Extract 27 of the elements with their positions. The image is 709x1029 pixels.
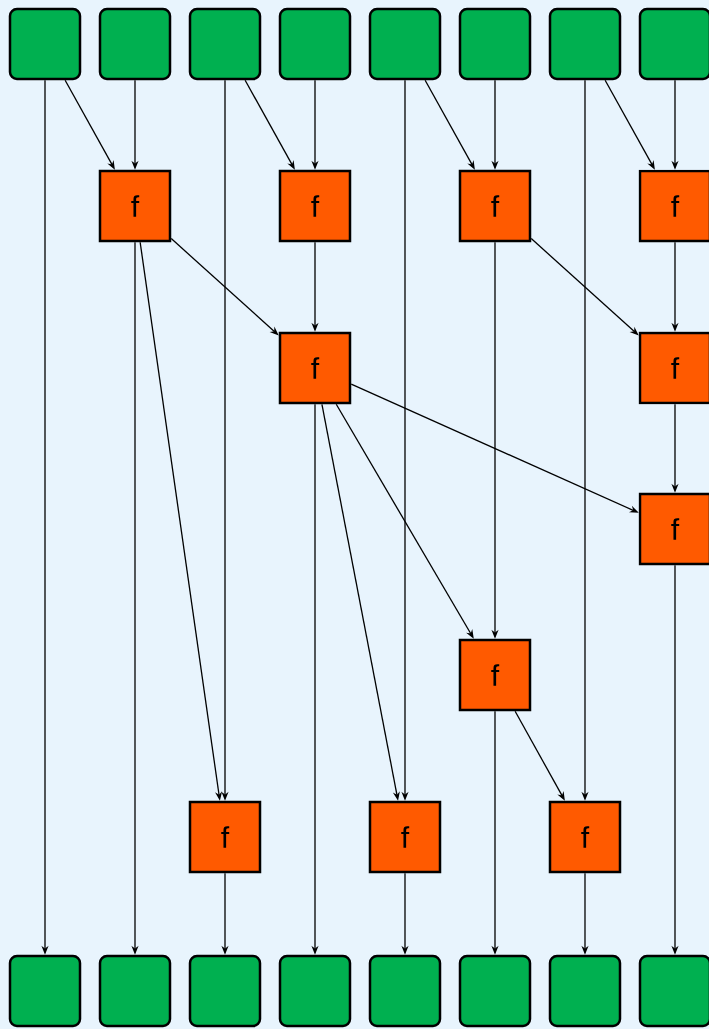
rounded-box xyxy=(548,954,622,1028)
function-box: f xyxy=(458,638,532,712)
rounded-box xyxy=(188,7,262,81)
rounded-box xyxy=(638,7,709,81)
rounded-box xyxy=(8,7,82,81)
rounded-box xyxy=(458,954,532,1028)
function-box: f xyxy=(98,169,172,243)
function-box: f xyxy=(368,800,442,874)
rounded-box xyxy=(458,7,532,81)
function-box: f xyxy=(548,800,622,874)
rounded-box xyxy=(548,7,622,81)
rounded-box xyxy=(8,954,82,1028)
rounded-box xyxy=(278,954,352,1028)
function-box: f xyxy=(638,169,709,243)
rounded-box xyxy=(368,7,442,81)
function-box: f xyxy=(458,169,532,243)
function-box: f xyxy=(638,492,709,566)
rounded-box xyxy=(278,7,352,81)
function-box: f xyxy=(188,800,262,874)
rounded-box xyxy=(638,954,709,1028)
rounded-box xyxy=(188,954,262,1028)
function-box: f xyxy=(638,331,709,405)
function-box: f xyxy=(278,331,352,405)
function-box: f xyxy=(278,169,352,243)
rounded-box xyxy=(98,954,172,1028)
rounded-box xyxy=(98,7,172,81)
rounded-box xyxy=(368,954,442,1028)
